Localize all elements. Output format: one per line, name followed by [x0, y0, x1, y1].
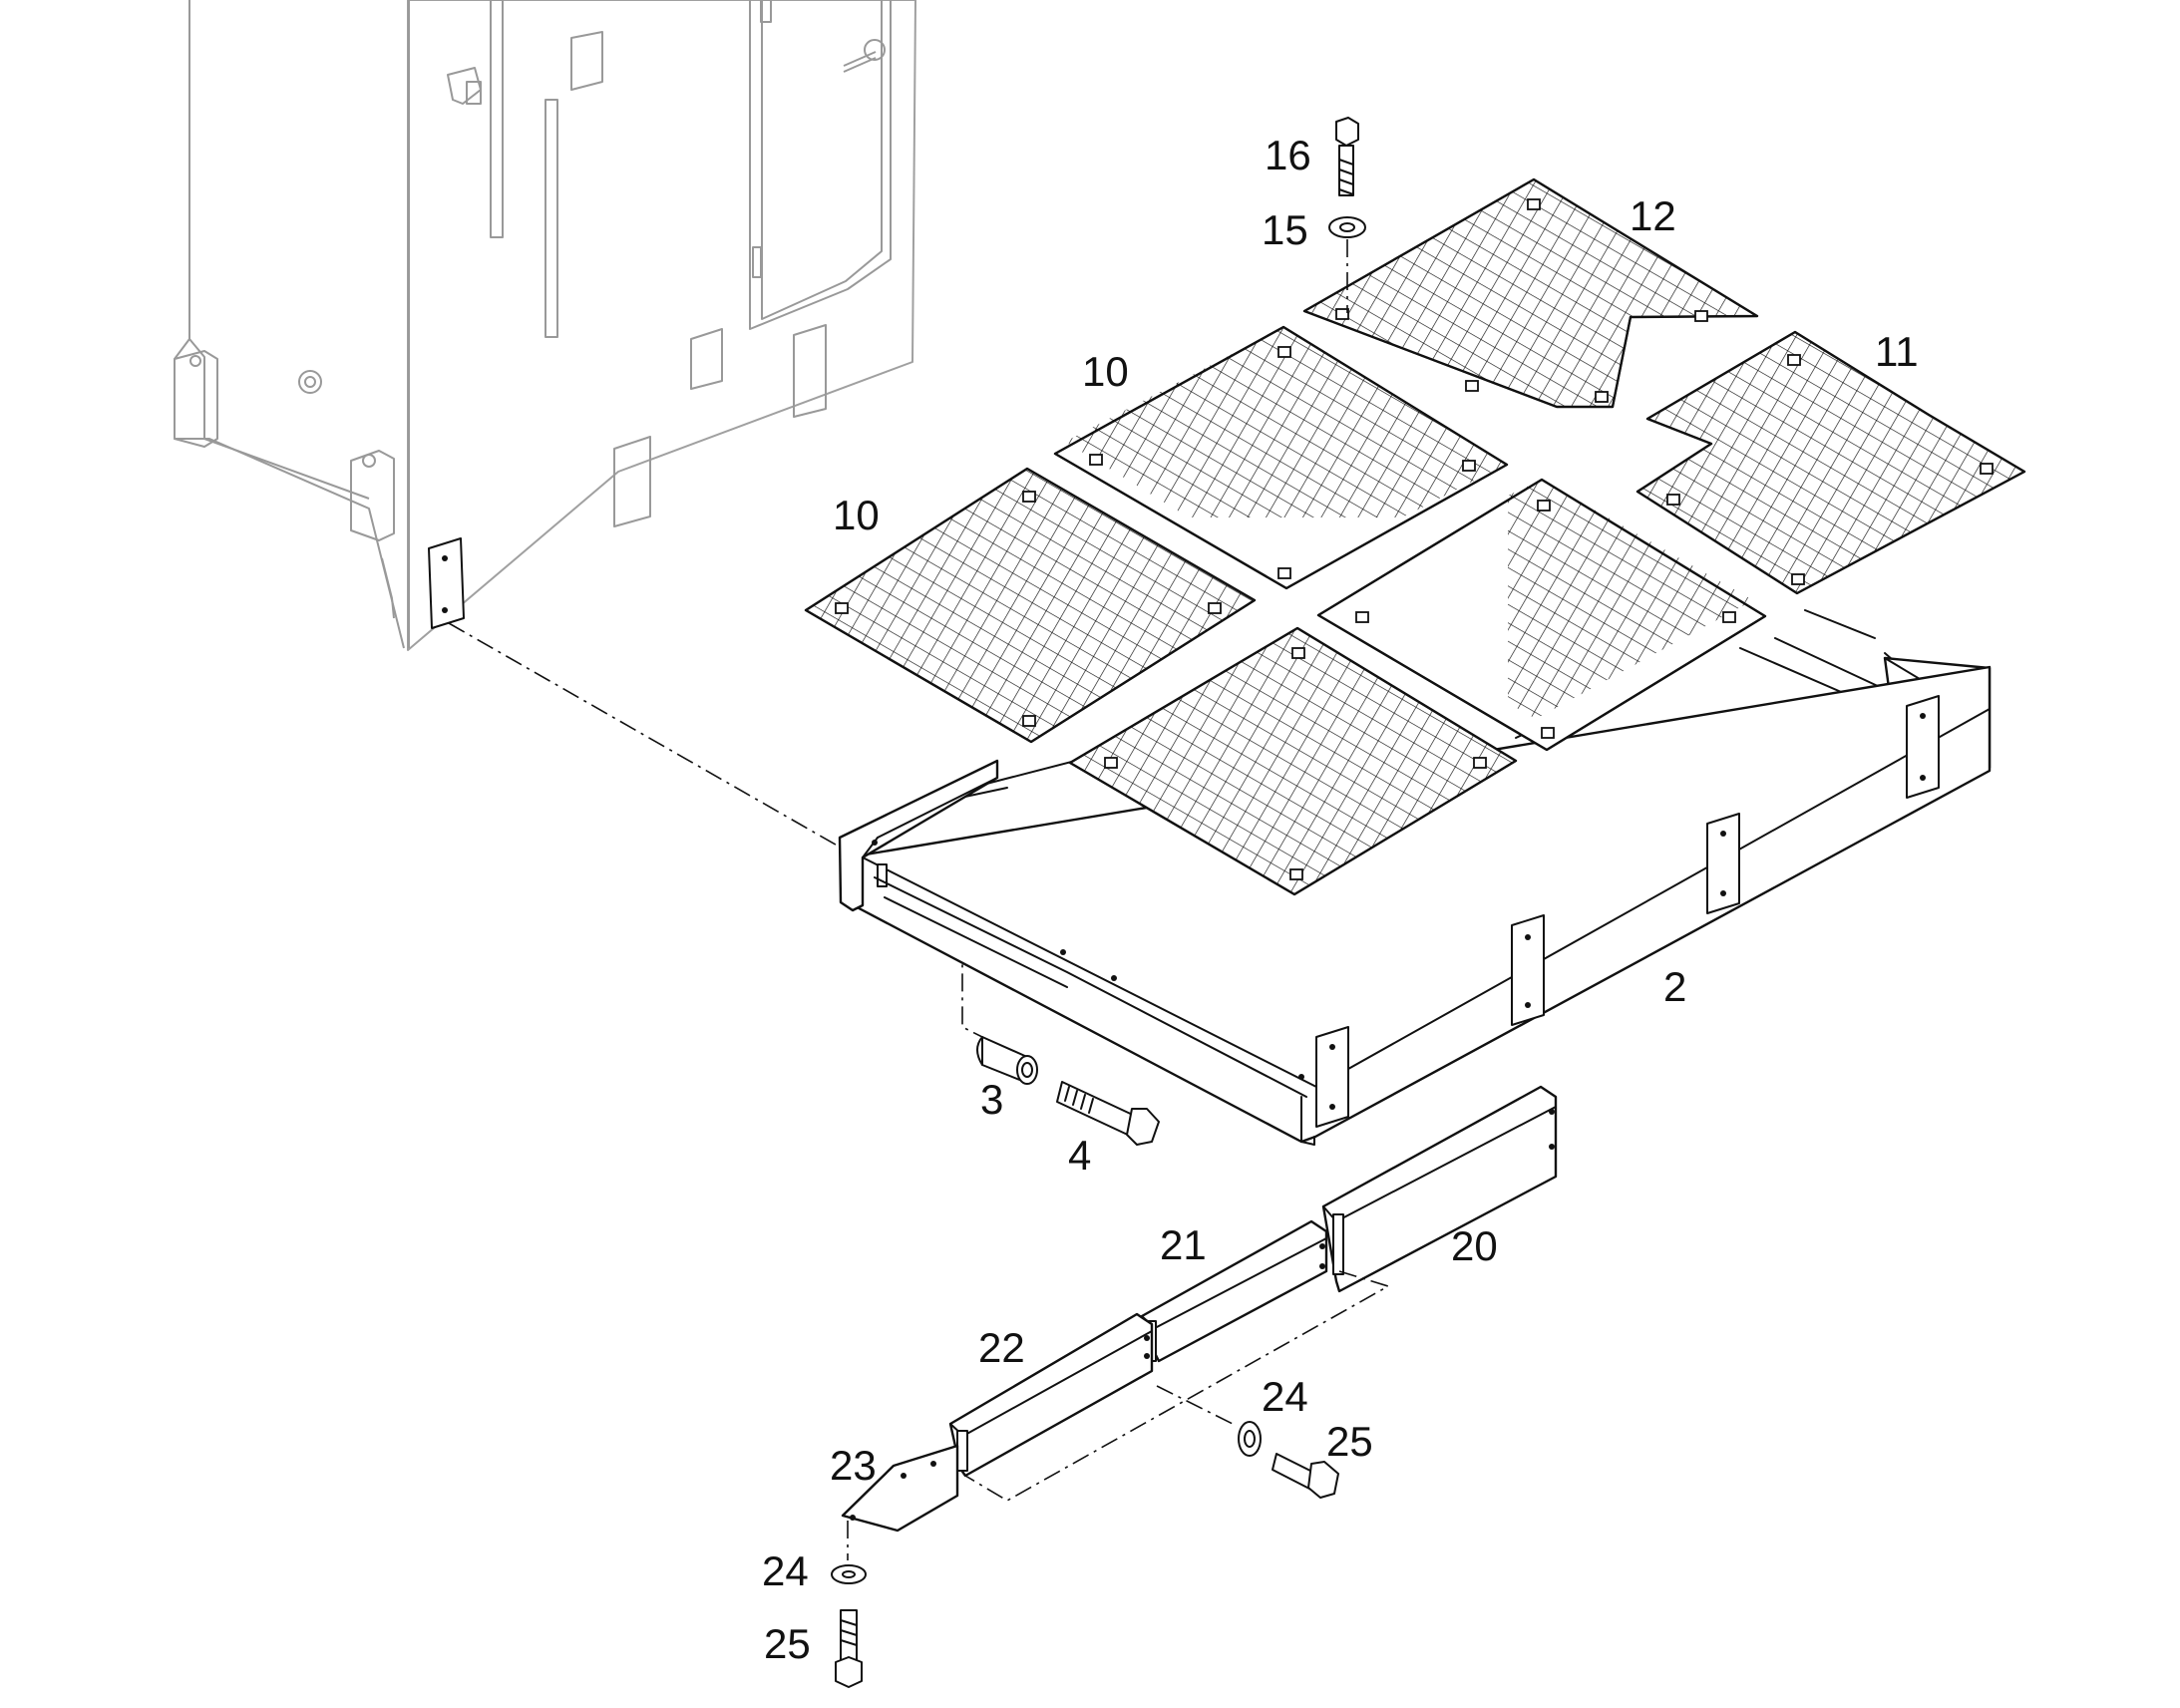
- callout-10b: 10: [833, 492, 880, 538]
- callout-4: 4: [1068, 1132, 1091, 1179]
- callout-3: 3: [980, 1076, 1003, 1123]
- machine-frame: [174, 0, 916, 651]
- callout-24a: 24: [1262, 1373, 1308, 1420]
- callout-10a: 10: [1082, 348, 1129, 395]
- bolt-25-right: [1272, 1453, 1339, 1499]
- base-tray: [838, 609, 1992, 1146]
- callout-23: 23: [830, 1442, 877, 1489]
- alignment-line-frame: [448, 622, 842, 849]
- bolt-16: [1335, 117, 1359, 196]
- washer-24-bottom: [831, 1564, 867, 1584]
- bolt-4: [1056, 1081, 1160, 1146]
- callout-25b: 25: [764, 1620, 811, 1667]
- callout-11: 11: [1875, 328, 1919, 375]
- callout-16: 16: [1265, 132, 1311, 178]
- spacer-3: [976, 1036, 1038, 1085]
- callout-21: 21: [1160, 1221, 1207, 1268]
- washer-24-right: [1238, 1421, 1262, 1457]
- washer-15: [1328, 216, 1366, 238]
- skirt-panel-22: [948, 1312, 1154, 1478]
- bolt-25-bottom: [835, 1609, 863, 1688]
- callouts: 2 3 4 10 10 11 12 15 16 20 21 22 23 24 2…: [762, 132, 1919, 1667]
- callout-22: 22: [978, 1324, 1025, 1371]
- callout-15: 15: [1262, 206, 1308, 253]
- callout-24b: 24: [762, 1547, 809, 1594]
- callout-2: 2: [1663, 963, 1686, 1010]
- callout-20: 20: [1451, 1222, 1498, 1269]
- callout-12: 12: [1630, 192, 1676, 239]
- skirt-corner-23: [841, 1444, 959, 1533]
- skirt-panel-20: [1321, 1085, 1558, 1293]
- callout-25a: 25: [1326, 1418, 1373, 1465]
